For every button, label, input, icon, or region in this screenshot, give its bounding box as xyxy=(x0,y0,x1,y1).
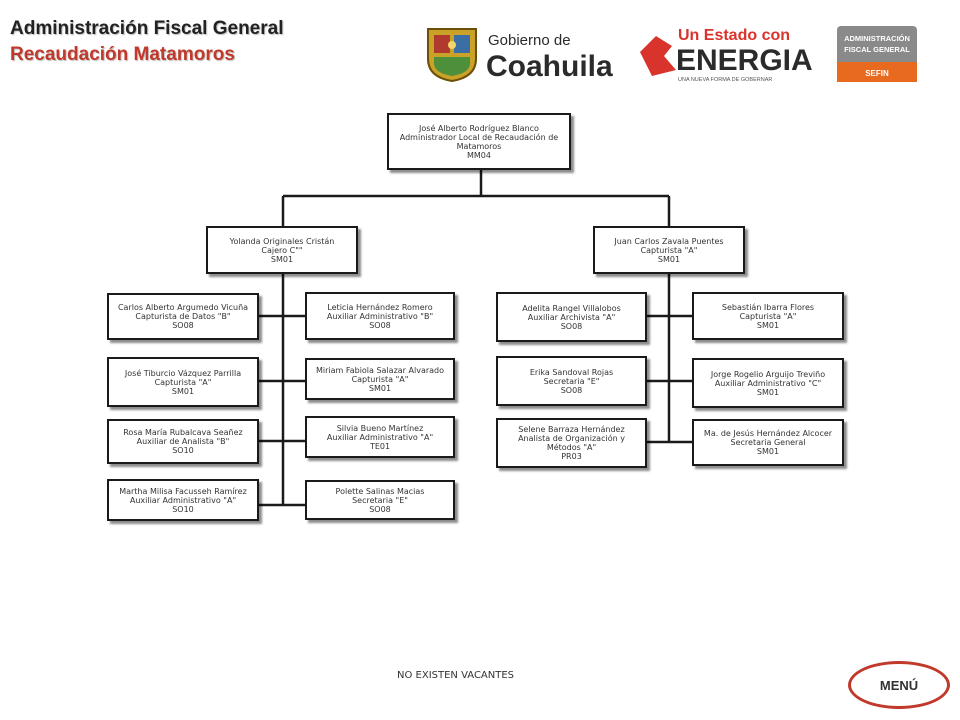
node-role: Secretaria "E" xyxy=(352,495,408,505)
node-code: SO08 xyxy=(560,385,583,395)
node-code: TE01 xyxy=(369,441,391,451)
node-code: SM01 xyxy=(756,447,780,456)
org-node-staff: Leticia Hernández Romero Auxiliar Admini… xyxy=(305,292,455,340)
node-code: SM01 xyxy=(756,387,780,397)
node-name: Silvia Bueno Martínez xyxy=(336,423,424,433)
node-name: Adelita Rangel Villalobos xyxy=(522,303,621,313)
org-node-right-chief: Juan Carlos Zavala Puentes Capturista "A… xyxy=(593,226,745,274)
vacancies-note: NO EXISTEN VACANTES xyxy=(397,670,515,681)
org-node-staff: Erika Sandoval Rojas Secretaria "E" SO08 xyxy=(496,356,647,406)
node-name: Erika Sandoval Rojas xyxy=(529,367,614,377)
org-node-staff: Adelita Rangel Villalobos Auxiliar Archi… xyxy=(496,292,647,342)
node-role: Auxiliar Administrativo "C" xyxy=(714,378,822,388)
node-role: Auxiliar Archivista "A" xyxy=(527,312,616,322)
estado-energia-logo: Un Estado con ENERGIA UNA NUEVA FORMA DE… xyxy=(640,27,813,83)
gobierno-logo-line2: Coahuila xyxy=(486,50,613,82)
org-node-staff: Sebastián Ibarra Flores Capturista "A" S… xyxy=(692,292,844,340)
node-name: José Tiburcio Vázquez Parrilla xyxy=(124,368,242,378)
org-node-staff: Rosa María Rubalcava Seañez Auxiliar de … xyxy=(107,419,259,464)
afg-logo-line2: FISCAL GENERAL xyxy=(844,45,910,54)
node-code: SO08 xyxy=(172,321,194,330)
org-node-staff: Silvia Bueno Martínez Auxiliar Administr… xyxy=(305,416,455,458)
org-node-staff: Selene Barraza Hernández Analista de Org… xyxy=(496,418,647,468)
node-code: SM01 xyxy=(756,320,780,330)
node-code: SO08 xyxy=(369,504,391,514)
energia-logo-tagline: UNA NUEVA FORMA DE GOBERNAR xyxy=(678,77,772,83)
node-name: Polette Salinas Macias xyxy=(335,486,425,496)
org-node-staff: Miriam Fabiola Salazar Alvarado Capturis… xyxy=(305,358,455,400)
node-role: Cajero C"" xyxy=(261,245,303,255)
org-node-staff: Jorge Rogelio Arguijo Treviño Auxiliar A… xyxy=(692,358,844,408)
node-role: Capturista "A" xyxy=(739,311,797,321)
node-role: Administrador Local de Recaudación de Ma… xyxy=(399,132,559,151)
afg-logo-line3: SEFIN xyxy=(865,69,889,78)
node-role: Capturista de Datos "B" xyxy=(135,312,231,321)
afg-sefin-logo: ADMINISTRACIÓN FISCAL GENERAL SEFIN xyxy=(837,26,917,82)
energia-logo-line1: Un Estado con xyxy=(678,27,790,44)
node-name: Rosa María Rubalcava Seañez xyxy=(123,428,243,437)
page-subtitle: Recaudación Matamoros xyxy=(10,44,235,65)
node-role: Capturista "A" xyxy=(351,374,409,384)
node-role: Capturista "A" xyxy=(640,245,698,255)
node-code: SM01 xyxy=(657,254,681,264)
node-code: MM04 xyxy=(467,150,491,160)
node-code: SM01 xyxy=(171,386,195,396)
node-role: Secretaria "E" xyxy=(543,376,600,386)
node-role: Capturista "A" xyxy=(154,377,212,387)
node-code: SO08 xyxy=(560,321,583,331)
org-node-left-chief: Yolanda Originales Cristán Cajero C"" SM… xyxy=(206,226,358,274)
node-code: SM01 xyxy=(368,383,392,393)
node-role: Auxiliar Administrativo "A" xyxy=(129,495,237,505)
node-name: Sebastián Ibarra Flores xyxy=(721,302,815,312)
node-name: José Alberto Rodríguez Blanco xyxy=(419,123,539,133)
node-code: SO10 xyxy=(172,504,194,514)
node-name: Leticia Hernández Romero xyxy=(327,302,433,312)
org-node-head: José Alberto Rodríguez Blanco Administra… xyxy=(387,113,571,170)
node-name: Juan Carlos Zavala Puentes xyxy=(614,236,724,246)
org-node-staff: Ma. de Jesús Hernández Alcocer Secretari… xyxy=(692,419,844,466)
node-name: Jorge Rogelio Arguijo Treviño xyxy=(710,369,826,379)
node-name: Miriam Fabiola Salazar Alvarado xyxy=(315,365,445,375)
node-role: Auxiliar Administrativo "A" xyxy=(326,432,434,442)
node-code: SM01 xyxy=(270,254,294,264)
node-name: Carlos Alberto Argumedo Vicuña xyxy=(117,303,249,312)
node-name: Yolanda Originales Cristán xyxy=(229,236,335,246)
org-node-staff: José Tiburcio Vázquez Parrilla Capturist… xyxy=(107,357,259,407)
org-node-staff: Martha Milisa Facusseh Ramírez Auxiliar … xyxy=(107,479,259,521)
energia-logo-line2: ENERGIA xyxy=(676,44,813,77)
node-role: Auxiliar Administrativo "B" xyxy=(326,311,434,321)
node-code: SO10 xyxy=(172,446,194,455)
org-node-staff: Carlos Alberto Argumedo Vicuña Capturist… xyxy=(107,293,259,340)
node-name: Selene Barraza Hernández xyxy=(518,425,625,434)
gobierno-coahuila-logo: Gobierno de Coahuila xyxy=(486,32,613,82)
org-node-staff: Polette Salinas Macias Secretaria "E" SO… xyxy=(305,480,455,520)
menu-button[interactable]: MENÚ xyxy=(848,661,950,709)
afg-logo-line1: ADMINISTRACIÓN xyxy=(844,34,910,43)
node-role: Auxiliar de Analista "B" xyxy=(136,437,230,446)
node-code: SO08 xyxy=(369,320,391,330)
node-role: Analista de Organización y Métodos "A" xyxy=(518,434,625,452)
coat-of-arms-logo xyxy=(427,28,477,83)
node-name: Martha Milisa Facusseh Ramírez xyxy=(119,486,247,496)
page-title: Administración Fiscal General xyxy=(10,18,284,39)
gobierno-logo-line1: Gobierno de xyxy=(488,32,571,49)
node-code: PR03 xyxy=(561,452,582,461)
node-role: Secretaria General xyxy=(730,438,806,447)
node-name: Ma. de Jesús Hernández Alcocer xyxy=(703,429,833,438)
